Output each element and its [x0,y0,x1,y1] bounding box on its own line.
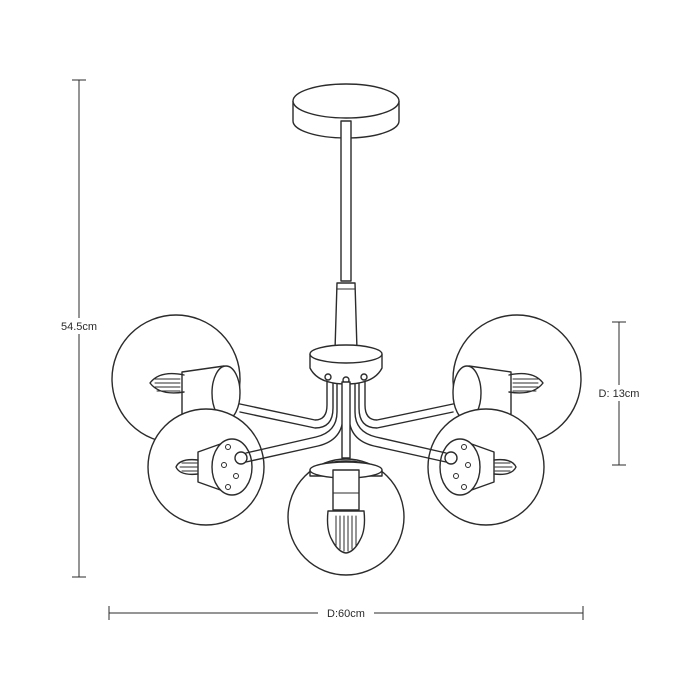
width-label: D:60cm [327,608,365,620]
width-dimension: D:60cm [108,605,584,621]
down-rod [334,120,358,351]
globe-front-right [427,408,545,526]
ceiling-canopy [292,83,400,139]
arms-back [239,379,454,429]
depth-dimension: D: 13cm [592,321,648,466]
depth-label: D: 13cm [599,388,640,400]
globe-front-center [287,458,405,576]
globe-front-left [147,408,265,526]
central-hub [309,344,383,385]
height-dimension: 54.5cm [52,79,106,578]
center-stem [341,381,351,459]
height-label: 54.5cm [61,321,97,333]
